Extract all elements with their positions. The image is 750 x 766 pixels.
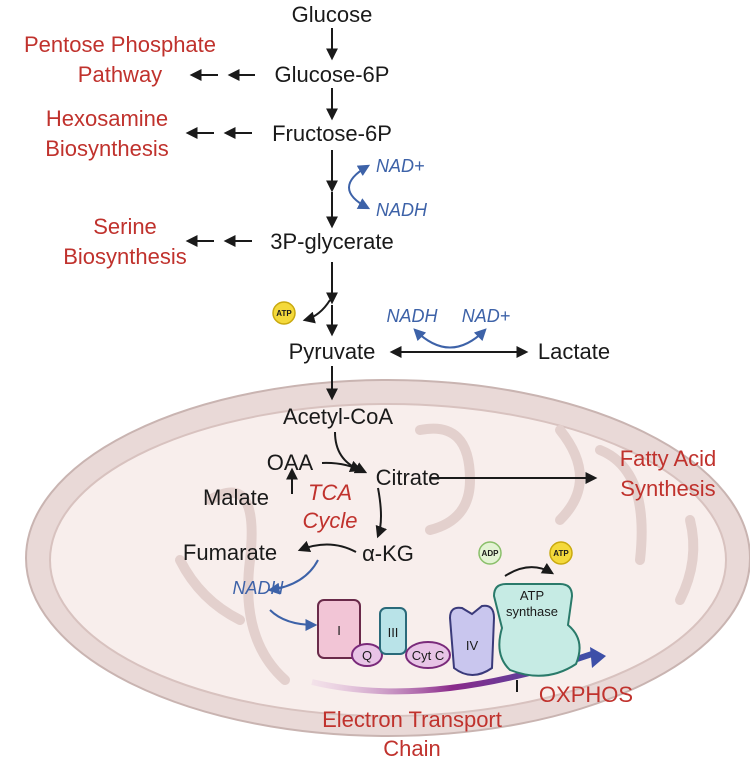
hex-label-2: Biosynthesis bbox=[45, 136, 169, 161]
lactate-label: Lactate bbox=[538, 339, 610, 364]
atp-synthase bbox=[492, 583, 581, 677]
svg-text:I: I bbox=[337, 623, 341, 638]
svg-text:ATP: ATP bbox=[553, 549, 569, 558]
complex-1 bbox=[317, 599, 361, 659]
fumarate-label: Fumarate bbox=[183, 540, 277, 565]
glycolysis-arrows bbox=[185, 28, 598, 484]
tca-arrows bbox=[286, 431, 555, 577]
oaa-label: OAA bbox=[267, 450, 314, 475]
p3g-label: 3P-glycerate bbox=[270, 229, 394, 254]
fa-label-1: Fatty Acid bbox=[620, 446, 717, 471]
fa-label-2: Synthesis bbox=[620, 476, 715, 501]
complex-4 bbox=[448, 604, 496, 676]
atp-coin-glycolysis: ATP bbox=[272, 301, 296, 325]
ubiquinone bbox=[351, 643, 383, 667]
g6p-label: Glucose-6P bbox=[275, 62, 390, 87]
hex-label-1: Hexosamine bbox=[46, 106, 168, 131]
ldh-nadh-label: NADH bbox=[386, 306, 438, 326]
svg-text:Cyt C: Cyt C bbox=[412, 648, 445, 663]
cristae bbox=[175, 423, 699, 685]
nadh-label: NADH bbox=[376, 200, 428, 220]
svg-text:III: III bbox=[388, 625, 399, 640]
electron-transport-chain: I Q III Cyt C IV ATP synthase ADP ATP bbox=[311, 541, 606, 695]
adp-coin: ADP bbox=[478, 541, 502, 565]
etc-label-1: Electron Transport bbox=[322, 707, 502, 732]
ser-label-2: Biosynthesis bbox=[63, 244, 187, 269]
svg-text:ADP: ADP bbox=[482, 549, 500, 558]
atp-coin-oxphos: ATP bbox=[549, 541, 573, 565]
complex-3 bbox=[379, 607, 407, 655]
ser-label-1: Serine bbox=[93, 214, 157, 239]
pyruvate-label: Pyruvate bbox=[289, 339, 376, 364]
akg-label: α-KG bbox=[362, 541, 414, 566]
ppp-label-1: Pentose Phosphate bbox=[24, 32, 216, 57]
svg-text:ATP: ATP bbox=[276, 309, 292, 318]
cytochrome-c bbox=[405, 641, 451, 669]
glucose-label: Glucose bbox=[292, 2, 373, 27]
acetyl-coa-label: Acetyl-CoA bbox=[283, 404, 393, 429]
svg-text:synthase: synthase bbox=[506, 604, 558, 619]
redox-arrows bbox=[267, 164, 487, 631]
malate-label: Malate bbox=[203, 485, 269, 510]
ppp-label-2: Pathway bbox=[78, 62, 162, 87]
etc-label-2: Chain bbox=[383, 736, 440, 761]
f6p-label: Fructose-6P bbox=[272, 121, 392, 146]
svg-text:ATP: ATP bbox=[520, 588, 544, 603]
ldh-nad-plus-label: NAD+ bbox=[462, 306, 511, 326]
citrate-label: Citrate bbox=[376, 465, 441, 490]
svg-text:Q: Q bbox=[362, 648, 372, 663]
tca-cycle-label-2: Cycle bbox=[302, 508, 357, 533]
tca-nadh-label: NADH bbox=[232, 578, 284, 598]
oxphos-label: OXPHOS bbox=[539, 682, 633, 707]
nad-plus-label: NAD+ bbox=[376, 156, 425, 176]
svg-text:IV: IV bbox=[466, 638, 479, 653]
tca-cycle-label-1: TCA bbox=[308, 480, 352, 505]
